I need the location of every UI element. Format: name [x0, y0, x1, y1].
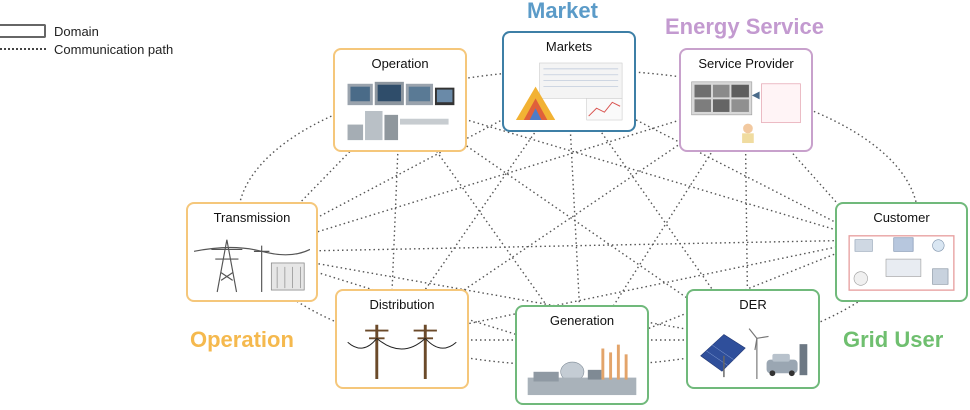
path-transmission-customer — [251, 239, 871, 253]
domain-customer[interactable]: Customer — [835, 202, 968, 302]
smart-home-icon — [843, 230, 960, 294]
domain-operation-label: Operation — [371, 56, 429, 71]
domain-der-label: DER — [739, 297, 767, 312]
path-operation-customer — [399, 99, 871, 241]
group-label-operation: Operation — [190, 327, 294, 352]
domain-generation-label: Generation — [549, 313, 615, 328]
control-room-icon — [341, 76, 459, 144]
transmission-tower-icon — [194, 230, 310, 294]
domain-transmission-label: Transmission — [213, 210, 291, 225]
solar-ev-icon — [694, 317, 812, 381]
domain-distribution-label: Distribution — [369, 297, 435, 312]
domain-distribution[interactable]: Distribution — [335, 289, 469, 389]
legend-domain-label: Domain — [54, 23, 99, 39]
domain-generation[interactable]: Generation — [515, 305, 649, 405]
domain-operation[interactable]: Operation — [333, 48, 467, 152]
group-label-grid-user: Grid User — [843, 327, 944, 352]
domain-markets-label: Markets — [545, 39, 593, 54]
power-plant-icon — [523, 333, 641, 397]
domain-service-provider-label: Service Provider — [698, 56, 794, 71]
utility-pole-icon — [343, 317, 461, 381]
domain-markets[interactable]: Markets — [502, 31, 636, 132]
domain-swatch-icon — [0, 24, 46, 38]
domain-customer-label: Customer — [873, 210, 930, 225]
group-label-energy-service: Energy Service — [665, 14, 824, 39]
legend-path-row: Communication path — [0, 40, 173, 58]
domain-service-provider[interactable]: Service Provider — [679, 48, 813, 152]
dotted-line-icon — [0, 48, 46, 50]
legend-path-label: Communication path — [54, 41, 174, 57]
service-desk-icon — [687, 76, 805, 144]
path-transmission-der — [251, 251, 749, 341]
domain-transmission[interactable]: Transmission — [186, 202, 318, 302]
path-provider-transmission — [251, 99, 746, 253]
legend-domain-row: Domain — [0, 22, 173, 40]
group-label-market: Market — [527, 0, 598, 23]
path-distribution-customer — [389, 239, 871, 341]
market-chart-icon — [510, 59, 628, 124]
domain-der[interactable]: DER — [686, 289, 820, 389]
legend: Domain Communication path — [0, 22, 173, 58]
